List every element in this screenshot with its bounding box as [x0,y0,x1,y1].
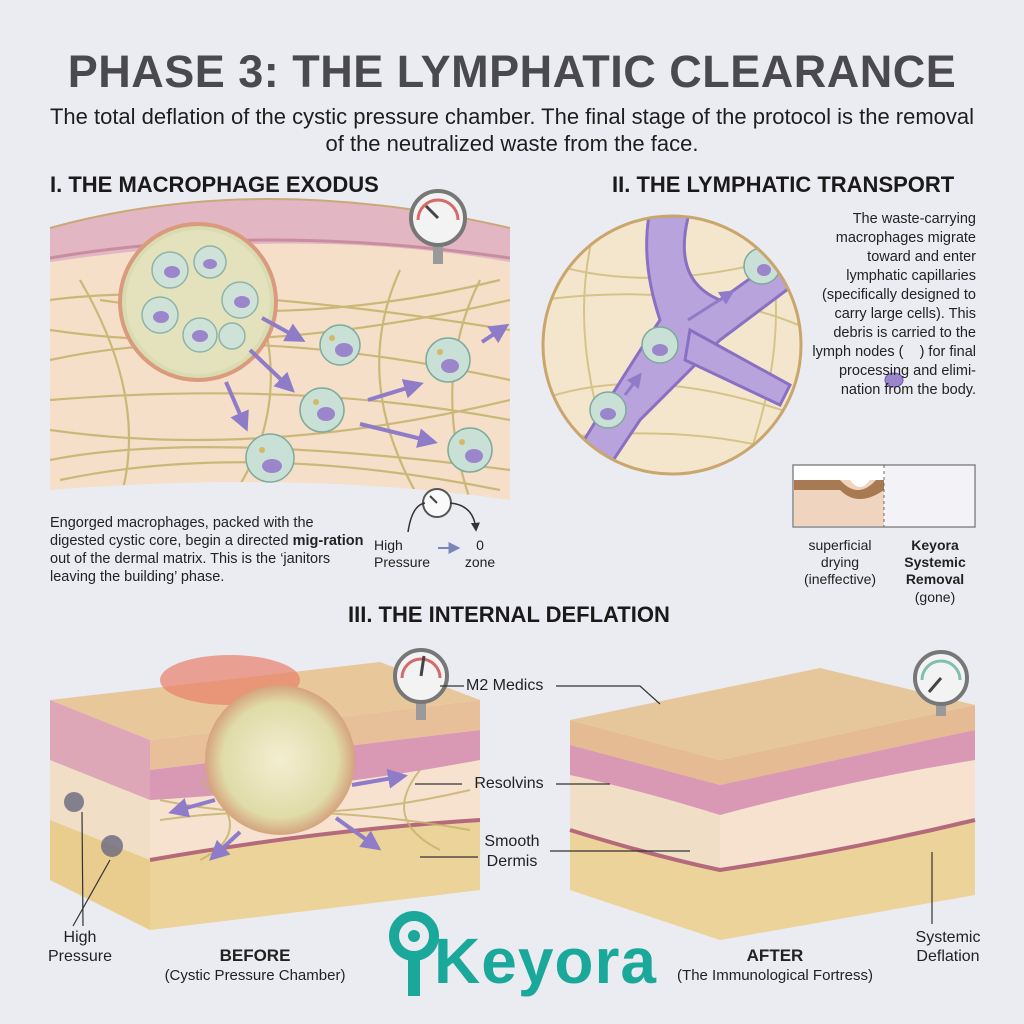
before-skin-block [50,655,481,930]
label-high-pressure: High Pressure [47,929,113,965]
gauge-label-high-pressure: High Pressure [374,537,431,570]
label-smooth-dermis: Smooth Dermis [484,833,540,870]
low-pressure-gauge-icon [913,650,969,716]
section1-description: Engorged macrophages, packed with the di… [50,515,364,585]
section3-heading: III. THE INTERNAL DEFLATION [348,602,670,627]
label-resolvins: Resolvins [474,775,544,792]
section2-heading: II. THE LYMPHATIC TRANSPORT [612,172,955,197]
section1-heading: I. THE MACROPHAGE EXODUS [50,172,379,197]
migration-arrows [224,316,510,448]
compare-label-gone: (gone) [914,589,956,605]
page-title: PHASE 3: THE LYMPHATIC CLEARANCE [67,46,957,97]
section2-description: The waste-carrying macrophages migrate t… [812,211,976,398]
macrophage-cells [245,324,493,483]
lymph-node-icon [884,372,904,388]
lymphatic-capillary-illustration [541,214,803,476]
label-systemic-deflation: Systemic Deflation [915,929,981,965]
high-pressure-gauge-icon [393,648,449,720]
after-skin-block [569,668,976,940]
compare-label-keyora: Keyora Systemic Removal [904,537,966,587]
compare-label-superficial: superficial drying (ineffective) [803,537,877,587]
pressure-gauge-icon [409,189,467,264]
brand-wordmark: Keyora [434,925,657,997]
keyora-logo-icon [389,911,439,996]
before-caption: BEFORE(Cystic Pressure Chamber) [164,946,346,984]
pressure-drop-gauge-icon [407,488,480,554]
label-leader-lines [72,685,933,927]
page-subtitle: The total deflation of the cystic pressu… [49,104,975,156]
gauge-label-zero-zone: 0 zone [464,537,496,570]
label-m2-medics: M2 Medics [466,677,544,694]
comparison-thumbnails [792,464,976,528]
after-caption: AFTER(The Immunological Fortress) [677,946,873,984]
